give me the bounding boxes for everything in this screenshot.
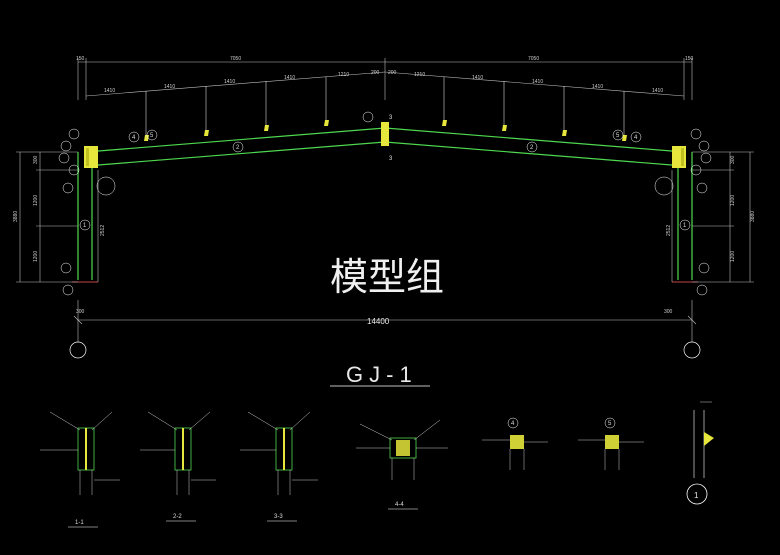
mark-column-left: 1 — [83, 223, 87, 229]
mark-knee-a-right: 4 — [634, 135, 638, 141]
purlin-leaders — [145, 77, 625, 140]
dim-clear-right: 2512 — [666, 225, 672, 236]
dim-col-mid-left: 1200 — [33, 195, 39, 206]
mark-column-right: 1 — [683, 223, 687, 229]
dim-seg-r1: 1210 — [414, 72, 425, 78]
left-dimensions — [16, 151, 99, 283]
dim-col-height-left: 3880 — [13, 211, 19, 222]
dim-edge-left: 150 — [76, 56, 85, 62]
dim-seg-l2: 1410 — [164, 84, 175, 90]
dim-seg-r4: 1410 — [592, 84, 603, 90]
dim-col-low-right: 1200 — [730, 251, 736, 262]
section-label-1-1: 1-1 — [75, 520, 84, 526]
knee-detail-4 — [482, 417, 548, 470]
section-detail-2 — [140, 411, 216, 495]
mark-knee-b-left: 5 — [150, 133, 154, 139]
dim-half-right: 7050 — [528, 56, 539, 62]
dim-seg-r5: 1410 — [652, 88, 663, 94]
mark-rafter-left: 2 — [236, 145, 240, 151]
dim-col-low-left: 1200 — [33, 251, 39, 262]
dim-seg-r3: 1410 — [532, 79, 543, 85]
watermark: 模型组 — [330, 255, 444, 299]
section-detail-4 — [356, 419, 448, 480]
member-marks — [79, 111, 691, 231]
mark-knee-b-right: 5 — [616, 133, 620, 139]
dim-seg-l1: 1410 — [104, 88, 115, 94]
knee-bubbles-right — [654, 128, 712, 296]
column-right — [677, 152, 693, 280]
mark-ridge-top: 3 — [389, 115, 393, 121]
dim-col-mid-right: 1200 — [730, 195, 736, 206]
ridge-plate — [381, 122, 389, 146]
section-label-2-2: 2-2 — [173, 514, 182, 520]
mark-rafter-right: 2 — [530, 145, 534, 151]
dim-col-height-right: 3880 — [750, 211, 756, 222]
dim-seg-l4: 1410 — [284, 75, 295, 81]
knee-bubbles-left — [58, 128, 116, 296]
dim-total-span: 14400 — [367, 317, 390, 326]
knee-detail-mark-4: 4 — [511, 421, 515, 427]
right-dimensions — [671, 151, 754, 283]
knee-plate-right — [672, 146, 686, 168]
dim-half-left: 7050 — [230, 56, 241, 62]
bracket-detail-id: 1 — [694, 491, 699, 500]
dim-ridge-left: 200 — [371, 70, 380, 76]
dim-col-top-right: 300 — [730, 155, 736, 164]
knee-plate-left — [84, 146, 98, 168]
dim-base-offset-left: 300 — [76, 309, 85, 315]
column-left — [77, 152, 93, 280]
section-detail-3 — [240, 411, 318, 495]
rafter-right — [384, 127, 685, 167]
mark-knee-a-left: 4 — [132, 135, 136, 141]
dim-seg-l3: 1410 — [224, 79, 235, 85]
dim-col-top-left: 300 — [33, 155, 39, 164]
dim-ridge-right: 200 — [388, 70, 397, 76]
section-label-3-3: 3-3 — [274, 514, 283, 520]
section-detail-1 — [40, 411, 120, 495]
knee-detail-mark-5: 5 — [608, 421, 612, 427]
span-dimension — [73, 300, 697, 342]
bracket-detail — [686, 401, 714, 505]
rafter-left — [85, 127, 386, 167]
purlin-cleats — [144, 120, 627, 141]
dim-edge-right: 150 — [685, 56, 694, 62]
dim-clear-left: 2512 — [100, 225, 106, 236]
knee-detail-5 — [578, 417, 644, 470]
dim-base-offset-right: 300 — [664, 309, 673, 315]
top-dimension-chain — [77, 58, 693, 100]
mark-ridge-bottom: 3 — [389, 156, 393, 162]
axis-bubbles — [69, 341, 701, 359]
dim-seg-r2: 1410 — [472, 75, 483, 81]
dim-seg-l5: 1210 — [338, 72, 349, 78]
section-label-4-4: 4-4 — [395, 502, 404, 508]
frame-title: GJ-1 — [346, 362, 418, 387]
